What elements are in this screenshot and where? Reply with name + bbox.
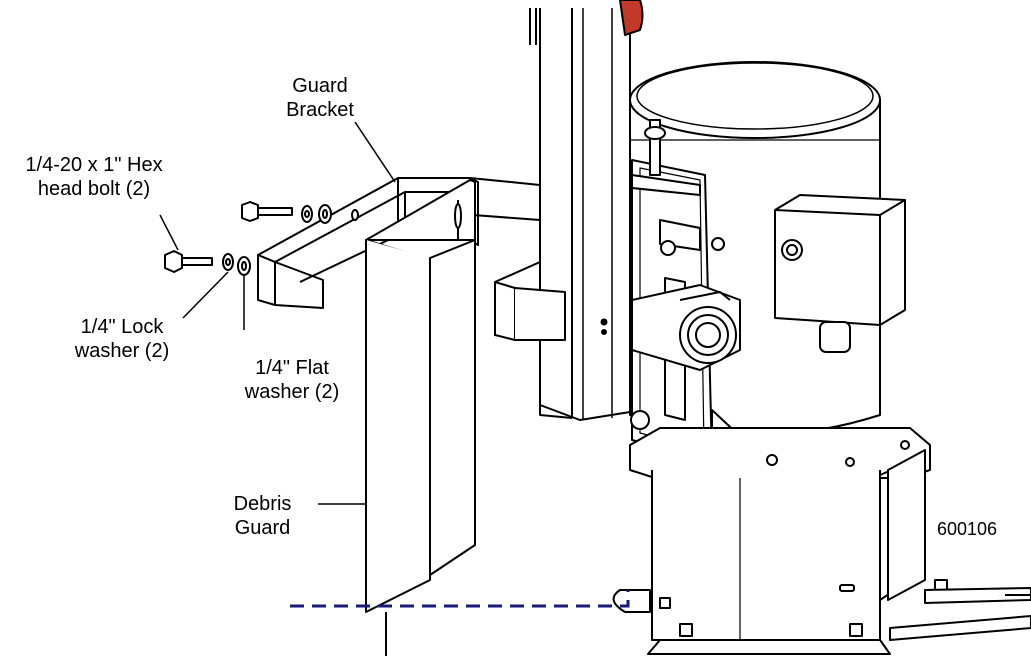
part-number: 600106	[937, 519, 998, 539]
hex-bolt-upper	[241, 201, 293, 222]
lock-washer-lower	[222, 253, 234, 271]
label-lock-washer: 1/4" Lock washer (2)	[74, 316, 170, 362]
red-handle-accent	[619, 0, 644, 36]
hex-bolt-lower	[164, 250, 213, 273]
lock-washer-upper	[301, 205, 313, 223]
frame-line-2	[472, 214, 541, 221]
leader-guard-bracket	[354, 121, 396, 183]
label-guard-bracket: Guard Bracket	[286, 75, 354, 121]
base-bolts	[659, 579, 948, 637]
base-housing	[629, 427, 931, 655]
flat-washer-lower	[237, 256, 251, 276]
label-hex-bolt: 1/4-20 x 1" Hex head bolt (2)	[25, 154, 163, 200]
leader-hex-bolt	[159, 214, 179, 251]
label-debris-guard: Debris Guard	[233, 493, 292, 539]
frame-line	[469, 177, 541, 186]
flat-washer-upper	[318, 204, 332, 224]
label-flat-washer: 1/4" Flat washer (2)	[244, 357, 340, 403]
bearing-block	[631, 284, 741, 371]
leader-lock-washer	[182, 271, 229, 319]
vertical-column	[529, 0, 644, 421]
frame-rails	[612, 587, 1031, 641]
column-arm	[494, 261, 566, 341]
debris-guard	[365, 179, 476, 613]
dashed-alignment-line	[290, 590, 630, 608]
junction-box	[774, 194, 906, 353]
